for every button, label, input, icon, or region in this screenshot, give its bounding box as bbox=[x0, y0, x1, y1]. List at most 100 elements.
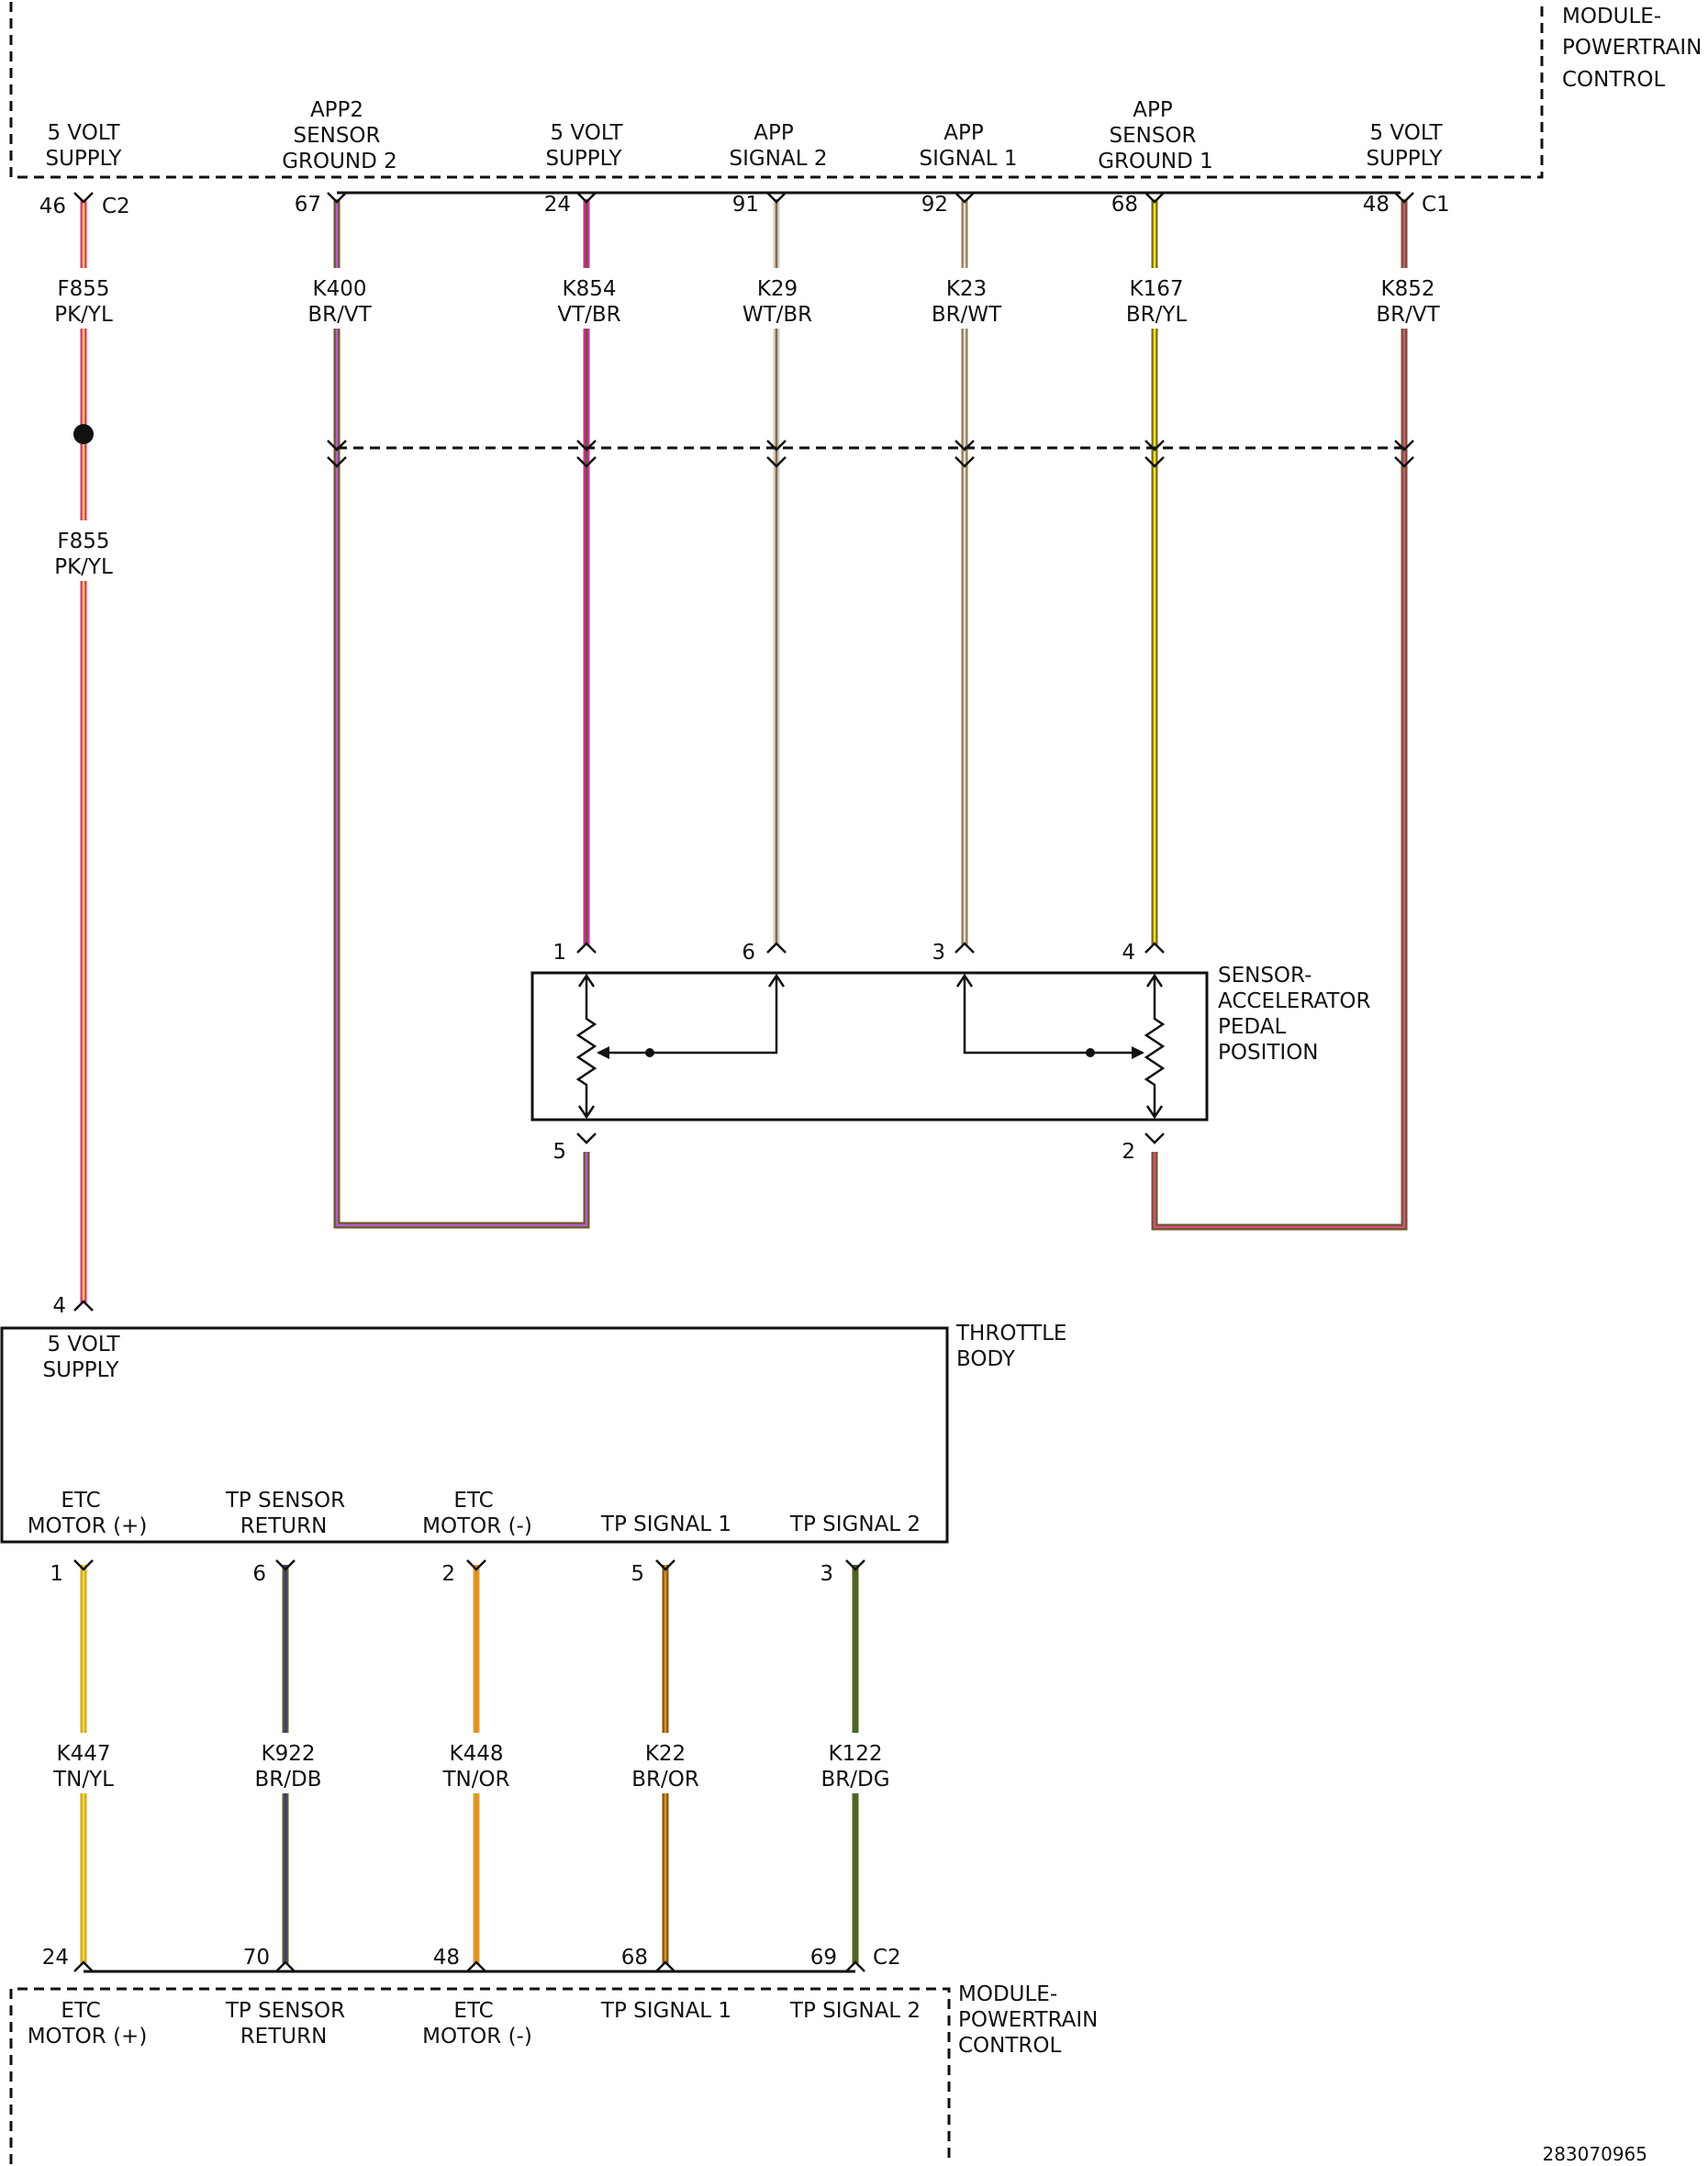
tb-pin-number-3: 3 bbox=[820, 1562, 833, 1586]
circuit-k852-color: BR/VT bbox=[1376, 303, 1440, 327]
tb-pin6-label-line-2: RETURN bbox=[240, 1514, 328, 1538]
tb-pin3-label: TP SIGNAL 2 bbox=[789, 1513, 921, 1536]
inline-connector-female-k854 bbox=[576, 456, 597, 468]
pcm-pin24-label-line-1: 5 VOLT bbox=[550, 121, 623, 145]
inline-connector-female-k167 bbox=[1144, 456, 1165, 468]
pin-number-91: 91 bbox=[732, 193, 759, 217]
pcm-pin68-label-line-2: SENSOR bbox=[1109, 124, 1196, 148]
circuit-k22-id: K22 bbox=[645, 1742, 686, 1766]
pin-number-68: 68 bbox=[1111, 193, 1138, 217]
app-sensor-name-line-3: PEDAL bbox=[1218, 1015, 1286, 1039]
pcm-top-module-outline bbox=[9, 2, 1544, 179]
pcm-c2-pin-chevron-k122 bbox=[845, 1960, 865, 1972]
connector-c2-top-label: C2 bbox=[102, 195, 130, 218]
pcm-pin-chevron-k167 bbox=[1144, 192, 1165, 204]
wire-k854-label-gap bbox=[579, 268, 594, 329]
circuit-f855-lower-id: F855 bbox=[57, 530, 109, 553]
wire-k167-label-gap bbox=[1147, 268, 1162, 329]
connector-c1-label: C1 bbox=[1422, 193, 1450, 217]
circuit-k447-id: K447 bbox=[57, 1742, 111, 1766]
pcm-pin-chevron-k400 bbox=[327, 192, 347, 204]
app-pin-2: 2 bbox=[1122, 1140, 1135, 1164]
pcm-pin68-label-line-3: GROUND 1 bbox=[1098, 150, 1213, 173]
throttle-5v-supply-label-line-2: SUPPLY bbox=[43, 1358, 120, 1382]
pcm-pin67-label-line-2: SENSOR bbox=[293, 124, 380, 148]
app-sensor-name-line-2: ACCELERATOR bbox=[1218, 989, 1370, 1013]
inline-connector-female-k400 bbox=[327, 456, 347, 468]
circuit-k448-id: K448 bbox=[450, 1742, 504, 1766]
circuit-k448-color: TN/OR bbox=[441, 1768, 509, 1792]
tb-pin2-label-line-2: MOTOR (-) bbox=[422, 1514, 532, 1538]
app-potentiometer-right bbox=[955, 973, 1166, 1120]
tb-pin-chevron-k122 bbox=[845, 1559, 865, 1571]
pcm-pin92-label-line-1: APP bbox=[943, 121, 984, 145]
wire-k852-stripe bbox=[1153, 199, 1406, 1229]
wire-k400-stripe bbox=[335, 199, 588, 1227]
circuit-k122-color: BR/DG bbox=[821, 1768, 889, 1792]
inline-connector-male-k29 bbox=[766, 440, 787, 452]
pcm-c2-pin-chevron-k22 bbox=[655, 1960, 675, 1972]
tb-pin-chevron-k22 bbox=[655, 1559, 675, 1571]
splice-point-f855 bbox=[73, 424, 94, 444]
inline-connector-male-k167 bbox=[1144, 440, 1165, 452]
app-sensor-body bbox=[530, 971, 1209, 1122]
app-sensor-name-line-4: POSITION bbox=[1218, 1041, 1319, 1065]
throttle-body-outline bbox=[0, 1326, 949, 1544]
wire-k922-label-gap bbox=[278, 1733, 293, 1793]
tb-pin-number-1: 1 bbox=[50, 1562, 63, 1586]
inline-connector-female-k852 bbox=[1394, 456, 1414, 468]
circuit-k922-color: BR/DB bbox=[255, 1768, 322, 1792]
pcm-c2-pin70-label-line-1: TP SENSOR bbox=[225, 1999, 345, 2023]
pcm-pin67-label-line-3: GROUND 2 bbox=[282, 150, 397, 173]
pcm-c2-pin-69: 69 bbox=[810, 1946, 837, 1970]
pcm-top-name-line-3: CONTROL bbox=[1562, 68, 1666, 92]
wire-k23-label-gap bbox=[957, 268, 972, 329]
pcm-pin92-label-line-2: SIGNAL 1 bbox=[920, 147, 1018, 171]
pcm-pin-chevron-k852 bbox=[1394, 192, 1414, 204]
pcm-c2-pin-chevron-k922 bbox=[275, 1960, 296, 1972]
tb-pin1-label-line-1: ETC bbox=[61, 1489, 100, 1513]
throttle-pin-chevron-4 bbox=[73, 1300, 94, 1312]
tb-pin-chevron-k448 bbox=[466, 1559, 486, 1571]
circuit-k400-color: BR/VT bbox=[307, 303, 372, 327]
circuit-k400-id: K400 bbox=[313, 277, 367, 301]
pcm-pin91-label-line-2: SIGNAL 2 bbox=[730, 147, 828, 171]
throttle-body-name-line-2: BODY bbox=[956, 1347, 1016, 1371]
pcm-pin48-label-line-1: 5 VOLT bbox=[1369, 121, 1443, 145]
pin-number-92: 92 bbox=[921, 193, 948, 217]
app-potentiometer-left bbox=[575, 973, 786, 1120]
inline-connector-male-k400 bbox=[327, 440, 347, 452]
pin-number-67: 67 bbox=[295, 193, 321, 217]
pcm-bottom-name-line-2: POWERTRAIN bbox=[958, 2008, 1098, 2032]
pcm-c2-pin-48: 48 bbox=[433, 1946, 460, 1970]
app-pin-1: 1 bbox=[553, 941, 566, 965]
app-top-pin-chevron-1 bbox=[766, 942, 787, 954]
circuit-k122-id: K122 bbox=[829, 1742, 883, 1766]
wire-k22-label-gap bbox=[658, 1733, 673, 1793]
pcm-pin24-label-line-2: SUPPLY bbox=[546, 147, 623, 171]
pcm-pin46-label-line-1: 5 VOLT bbox=[47, 121, 120, 145]
pcm-pin48-label-line-2: SUPPLY bbox=[1367, 147, 1444, 171]
throttle-5v-supply-label-line-1: 5 VOLT bbox=[47, 1333, 120, 1357]
app-pin-5: 5 bbox=[553, 1140, 566, 1164]
app-bottom-pin-chevron-5 bbox=[576, 1133, 597, 1144]
circuit-k854-id: K854 bbox=[563, 277, 617, 301]
circuit-k854-color: VT/BR bbox=[557, 303, 620, 327]
throttle-pin-4: 4 bbox=[52, 1294, 66, 1318]
app-top-pin-chevron-3 bbox=[1144, 942, 1165, 954]
pin-number-48: 48 bbox=[1363, 193, 1390, 217]
pcm-c2-pin48-label-line-1: ETC bbox=[453, 1999, 493, 2023]
pcm-bottom-name-line-3: CONTROL bbox=[958, 2034, 1062, 2058]
circuit-k447-color: TN/YL bbox=[52, 1768, 114, 1792]
circuit-k23-id: K23 bbox=[946, 277, 987, 301]
wires-layer bbox=[73, 192, 1414, 1972]
inline-connector-male-k854 bbox=[576, 440, 597, 452]
tb-pin-number-2: 2 bbox=[441, 1562, 455, 1586]
pcm-c2-pin68-label: TP SIGNAL 1 bbox=[600, 1999, 731, 2023]
pcm-c2-pin-24: 24 bbox=[42, 1946, 69, 1970]
inline-connector-female-k23 bbox=[954, 456, 975, 468]
pcm-top-name-line-1: MODULE- bbox=[1562, 5, 1661, 28]
pcm-pin67-label-line-1: APP2 bbox=[310, 98, 363, 122]
circuit-f855-upper-color: PK/YL bbox=[54, 303, 113, 327]
tb-pin-number-6: 6 bbox=[252, 1562, 266, 1586]
